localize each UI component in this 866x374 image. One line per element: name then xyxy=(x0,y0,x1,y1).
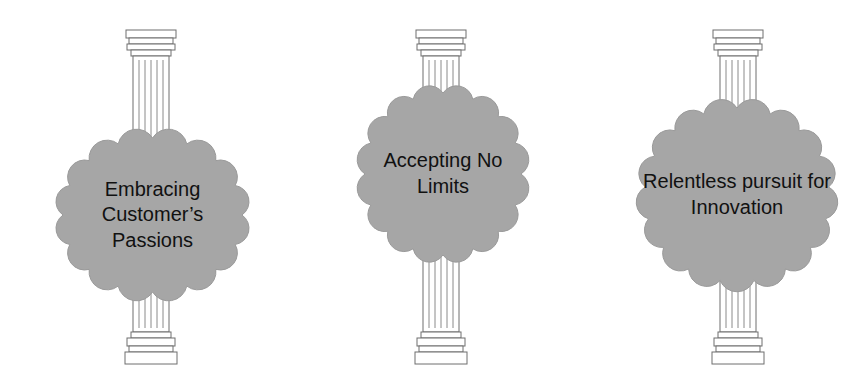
cloud-shape xyxy=(352,80,534,268)
cloud-node: Relentless pursuit for Innovation xyxy=(632,95,842,295)
cloud-shape xyxy=(632,95,842,295)
cloud-text: Relentless pursuit for Innovation xyxy=(637,169,837,220)
cloud-node: Accepting No Limits xyxy=(352,80,534,268)
cloud-text: Embracing Customer’s Passions xyxy=(95,177,210,254)
cloud-node: Embracing Customer’s Passions xyxy=(50,125,255,305)
cloud-text: Accepting No Limits xyxy=(368,148,518,199)
